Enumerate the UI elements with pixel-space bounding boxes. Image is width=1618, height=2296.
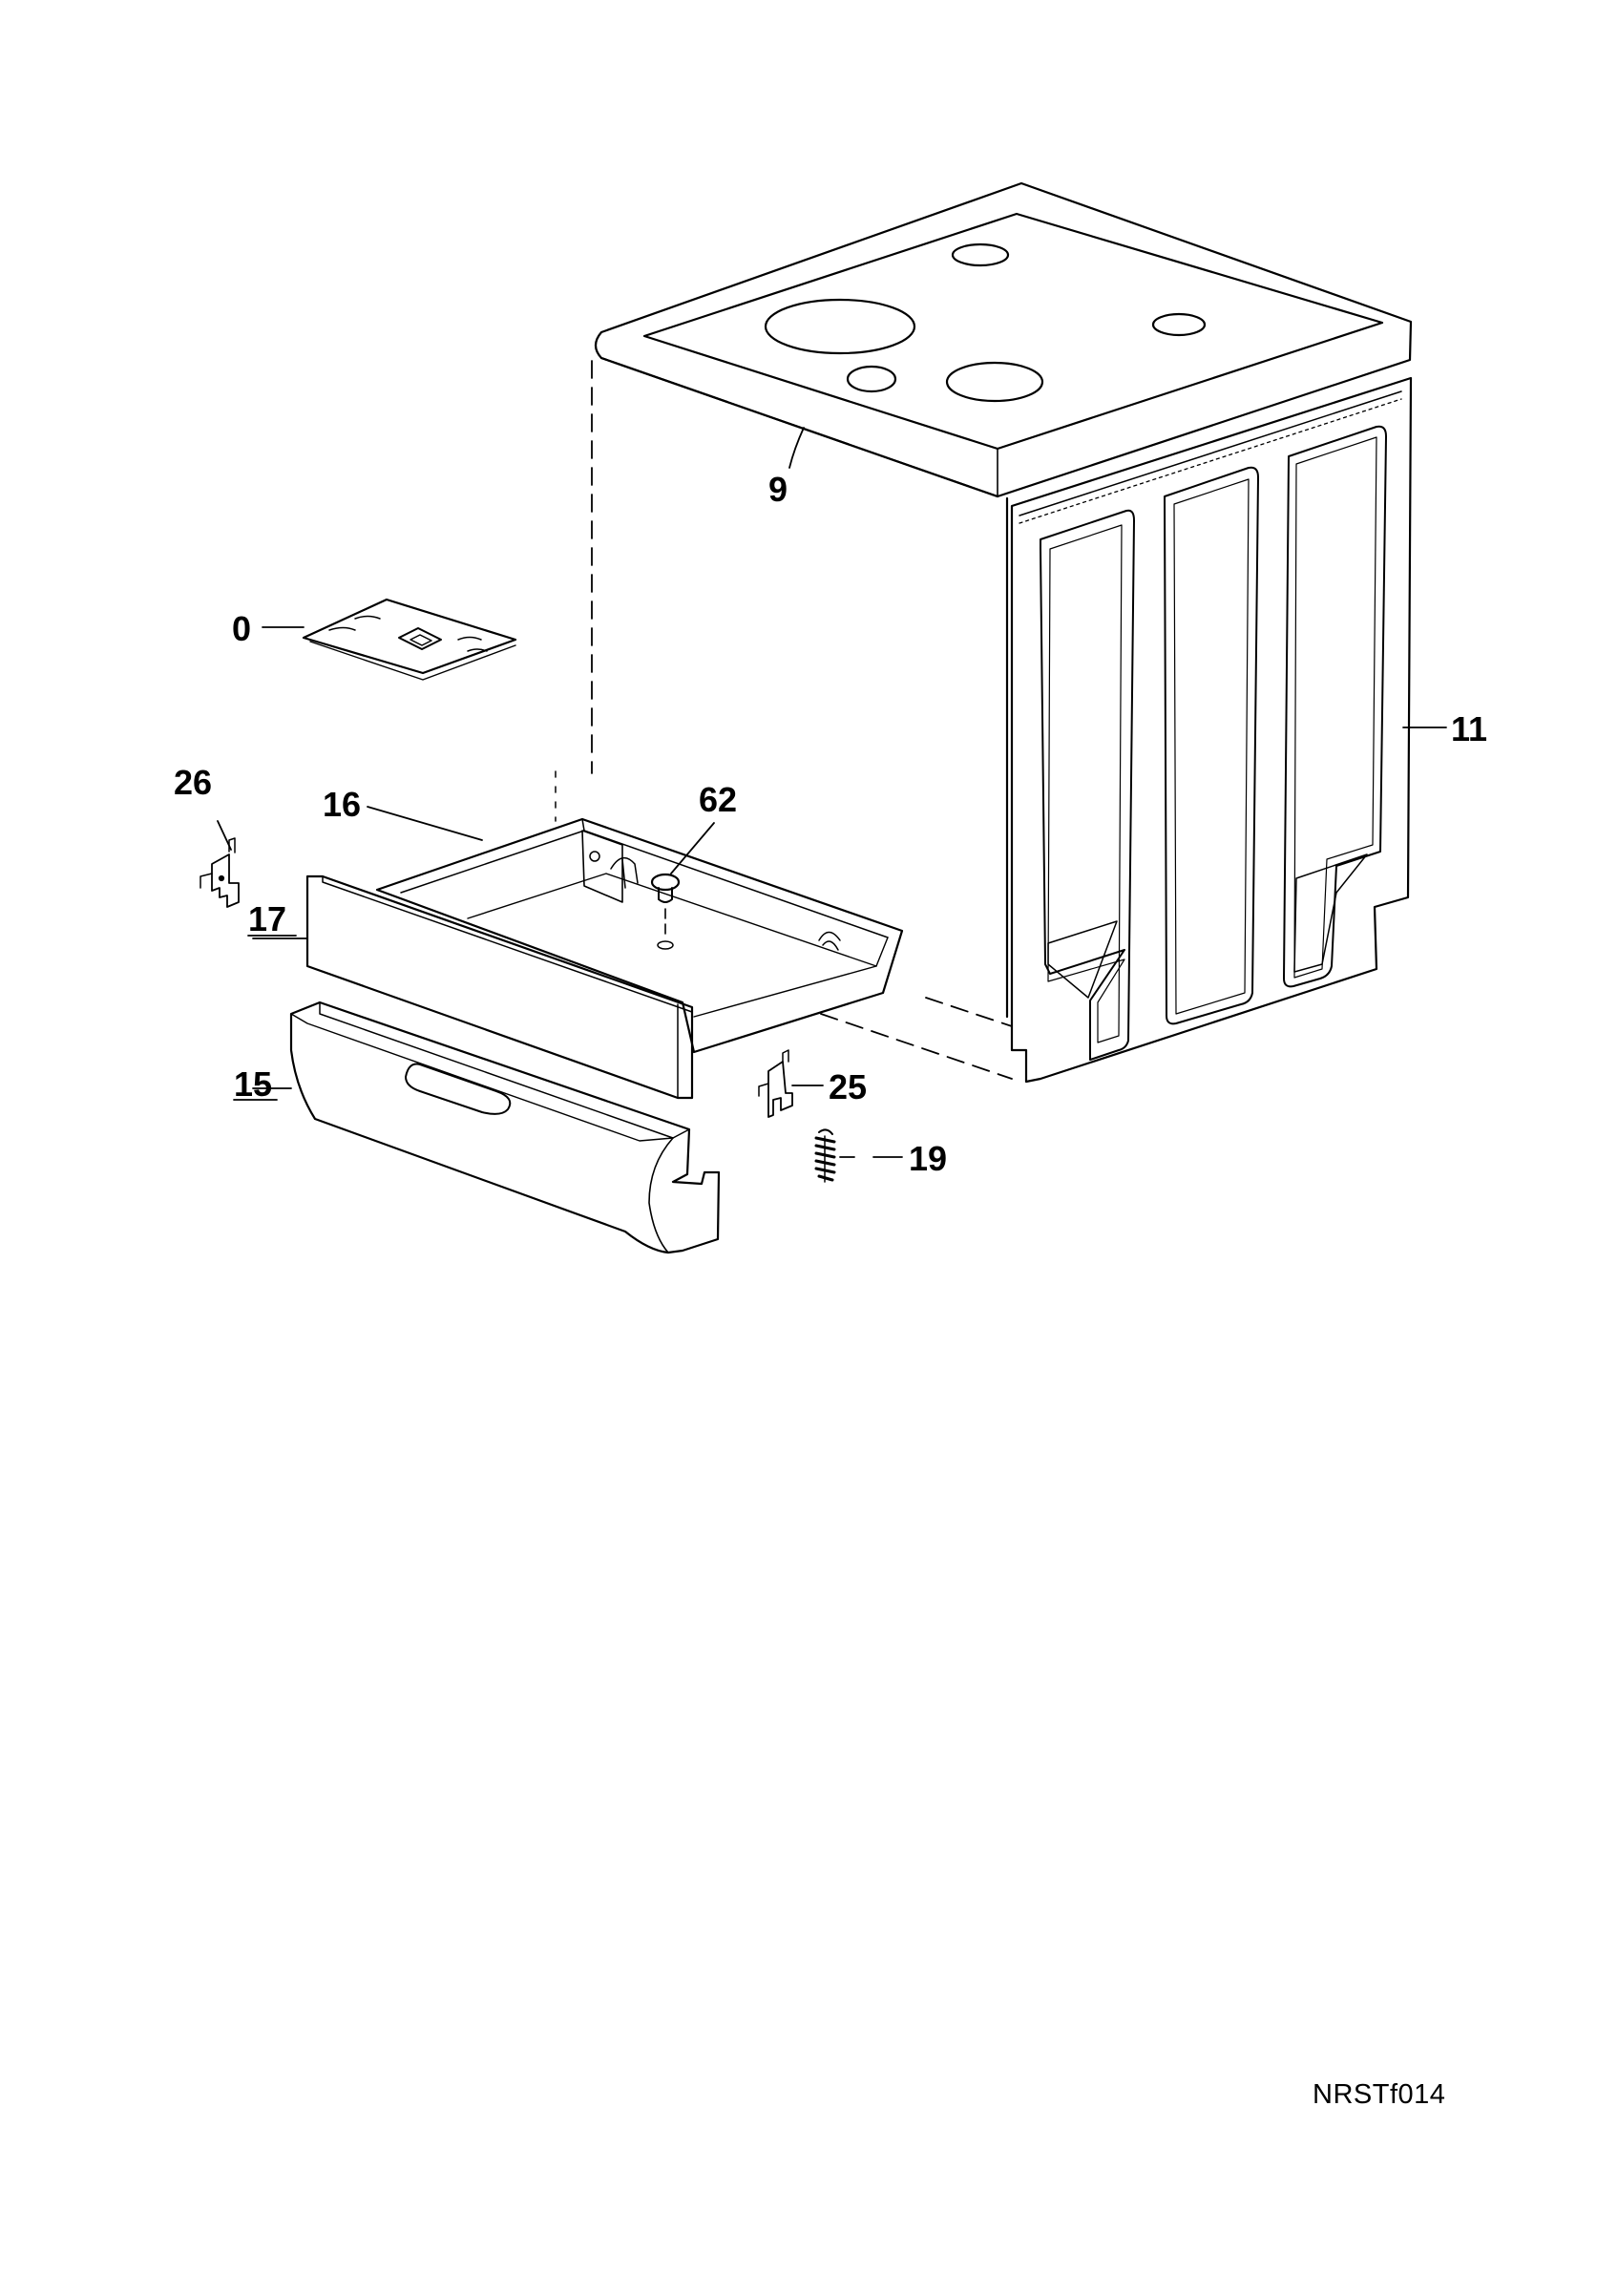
callout-11: 11 xyxy=(1451,709,1487,748)
hotplate-small-back xyxy=(951,242,1010,267)
callout-0: 0 xyxy=(232,609,251,648)
hob-top xyxy=(594,181,1413,498)
callout-15: 15 xyxy=(234,1064,272,1104)
callout-labels: 0 9 11 15 16 17 19 25 26 62 xyxy=(174,470,1487,1178)
drawer-front-panel xyxy=(305,874,694,1100)
hotplate-large xyxy=(764,298,916,355)
figure-code: NRSTf014 xyxy=(1313,2079,1446,2110)
callout-62: 62 xyxy=(699,780,737,819)
drawer-tray xyxy=(375,817,904,1054)
leader-lines xyxy=(217,427,1447,1158)
hotplate-small-right xyxy=(1151,312,1207,337)
instruction-booklet xyxy=(302,598,517,681)
callout-9: 9 xyxy=(768,470,788,509)
label-underlines xyxy=(233,935,297,1101)
hotplate-medium xyxy=(945,361,1044,403)
callout-17: 17 xyxy=(248,899,286,938)
callout-19: 19 xyxy=(909,1139,947,1178)
spring xyxy=(814,1128,836,1183)
callout-26: 26 xyxy=(174,763,212,802)
hotplate-small-front xyxy=(846,365,897,393)
hinge-right xyxy=(758,1049,793,1118)
callout-16: 16 xyxy=(323,785,361,824)
cabinet-outline xyxy=(555,360,1013,1080)
hinge-left xyxy=(200,837,240,908)
callout-25: 25 xyxy=(829,1067,867,1106)
screw xyxy=(650,873,681,935)
side-panel xyxy=(1010,376,1413,1084)
drawer-outer-front xyxy=(289,1001,721,1254)
